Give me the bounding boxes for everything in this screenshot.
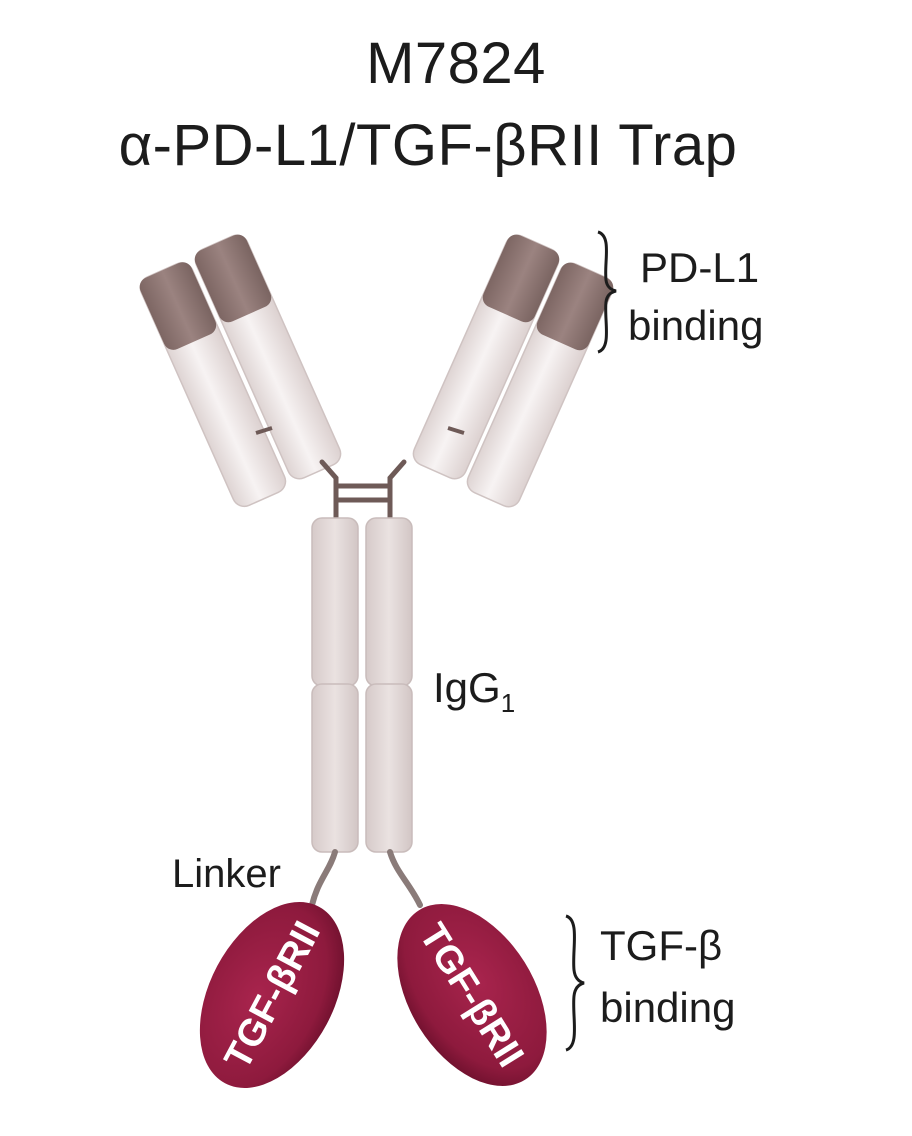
right-linker [387,849,423,908]
diagram-title: M7824 [366,31,546,96]
left-fab-inner-chain [194,234,342,480]
pdl1-binding-label-line2: binding [628,302,764,349]
fc-left-chain [311,517,359,853]
right-fab-outer-chain [466,262,614,508]
hinge-region [319,459,407,523]
left-tgf-trap: TGF-βRII [199,902,345,1088]
right-fab-interchain-bond [447,426,465,435]
right-tgf-trap: TGF-βRII [397,904,547,1086]
fc-right-chain [365,517,413,853]
tgf-binding-label-line1: TGF-β [600,922,723,969]
left-fab-outer-chain [139,262,287,508]
right-fab-inner-chain [412,234,560,480]
igg-label-subscript: 1 [500,688,516,718]
igg-label-text: IgG [433,664,501,711]
left-fab-interchain-bond [255,426,273,435]
igg-label: IgG1 [433,662,515,719]
tgf-bracket [565,914,585,1052]
diagram-subtitle: α-PD-L1/TGF-βRII Trap [118,113,738,178]
tgf-binding-label-line2: binding [600,984,736,1031]
linker-label: Linker [172,852,281,896]
pdl1-binding-label-line1: PD-L1 [640,244,760,291]
pdl1-bracket [597,230,617,354]
left-linker [309,849,338,908]
